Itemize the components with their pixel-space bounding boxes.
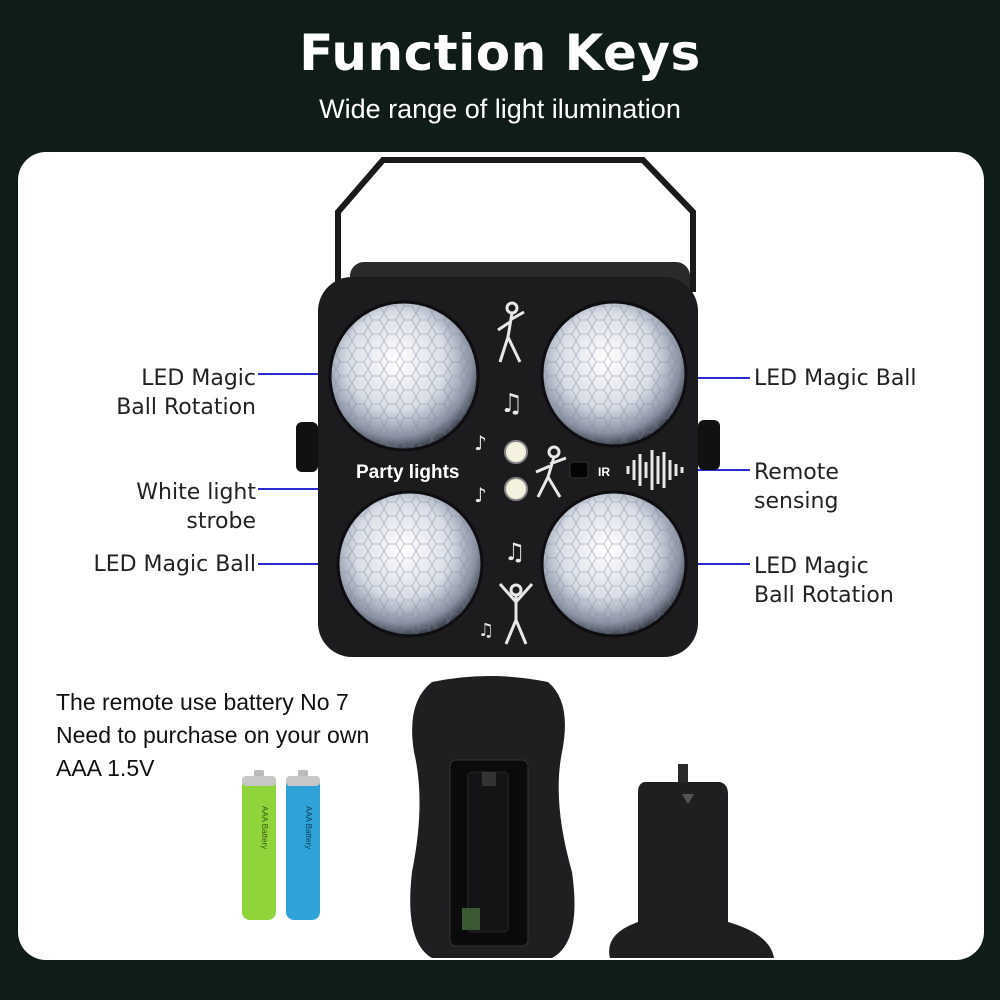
battery-note: The remote use battery No 7 Need to purc… (56, 686, 369, 785)
callout-led-ball-right: LED Magic Ball (754, 364, 974, 393)
remote-control (410, 676, 774, 958)
party-light-device: ♫ ♪ ♪ ♫ ♫ Party lights IR (296, 157, 720, 657)
party-lights-label: Party lights (356, 462, 459, 483)
callout-text: LED Magic Ball (93, 552, 256, 577)
strobe-led-bottom (504, 477, 528, 501)
sound-wave-icon (626, 450, 684, 490)
battery-note-line: AAA 1.5V (56, 755, 155, 781)
music-note-icon-4: ♫ (478, 620, 494, 641)
callout-led-rotation-left: LED Magic Ball Rotation (58, 364, 256, 422)
music-note-icon: ♫ (500, 389, 523, 419)
led-ball-bottom-left (336, 490, 484, 638)
callout-text: Ball Rotation (116, 395, 256, 420)
battery-blue: AAA Battery (286, 770, 320, 920)
strobe-led-top (504, 440, 528, 464)
product-card: ♫ ♪ ♪ ♫ ♫ Party lights IR LED Magic Ball… (18, 152, 984, 960)
music-note-icon-2: ♪ (474, 431, 487, 455)
left-knob (296, 422, 318, 472)
dancer-icon-middle (535, 445, 567, 498)
page-subtitle: Wide range of light ilumination (319, 94, 681, 124)
battery-label: AAA Battery (260, 806, 269, 849)
right-knob (698, 420, 720, 470)
callout-remote-sensing: Remote sensing (754, 458, 954, 516)
circuit-board (462, 908, 480, 930)
music-note-icon-3: ♪ (474, 483, 487, 507)
arrow-down-icon (682, 794, 694, 804)
callout-text: LED Magic (754, 554, 869, 579)
callout-text: Remote (754, 460, 839, 485)
callout-text: sensing (754, 489, 839, 514)
treble-clef-icon: ♫ (504, 538, 526, 566)
page-title: Function Keys (299, 24, 701, 82)
callout-text: Ball Rotation (754, 583, 894, 608)
callout-white-strobe: White light strobe (58, 478, 256, 536)
mount-bracket (335, 157, 696, 292)
callout-led-rotation-right: LED Magic Ball Rotation (754, 552, 974, 610)
callout-text: LED Magic Ball (754, 366, 917, 391)
led-ball-top-left (328, 300, 480, 452)
callout-led-ball-left: LED Magic Ball (38, 550, 256, 579)
dancer-icon-top (497, 301, 525, 363)
battery-cover (609, 782, 774, 958)
battery-green: AAA Battery (242, 770, 276, 920)
callout-text: White light (136, 480, 256, 505)
callout-text: LED Magic (141, 366, 256, 391)
battery-note-line: Need to purchase on your own (56, 722, 370, 748)
dancer-icon-bottom (498, 583, 534, 645)
ir-sensor (569, 461, 589, 479)
led-ball-top-right (540, 300, 688, 448)
battery-note-line: The remote use battery No 7 (56, 689, 349, 715)
callout-text: strobe (186, 509, 256, 534)
battery-label: AAA Battery (304, 806, 313, 849)
aaa-batteries: AAA Battery AAA Battery (242, 770, 320, 920)
led-ball-bottom-right (540, 490, 688, 638)
cover-latch (678, 764, 688, 782)
ir-label: IR (598, 465, 610, 479)
